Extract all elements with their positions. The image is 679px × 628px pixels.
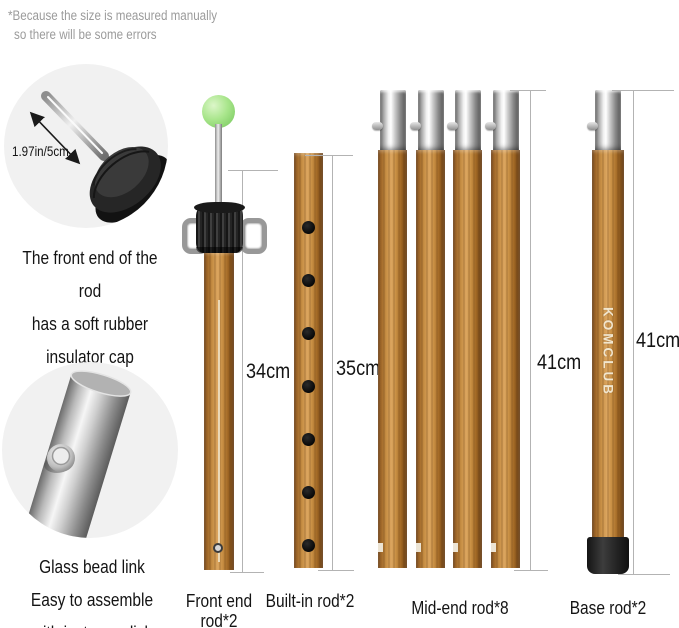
front-rod-cap xyxy=(194,202,245,253)
rod-notch xyxy=(453,543,458,552)
rod-notch xyxy=(491,543,496,552)
rod-hole xyxy=(302,274,315,287)
mid-end-rod-body xyxy=(416,150,445,568)
dim-tick-mid-bottom xyxy=(514,570,548,571)
dim-tick-base-bottom xyxy=(618,574,670,575)
dim-line-front-end xyxy=(242,170,243,572)
tip-lock-button xyxy=(485,122,496,130)
mid-end-rod-body xyxy=(453,150,482,568)
lock-button-icon xyxy=(51,446,71,466)
rod-notch xyxy=(378,543,383,552)
mid-rod-tip xyxy=(455,90,481,152)
dim-tick-mid-top xyxy=(510,90,546,91)
dim-line-mid-end xyxy=(530,90,531,570)
tip-lock-button xyxy=(410,122,421,130)
mid-end-rod-label: Mid-end rod*8 xyxy=(411,598,509,618)
tip-lock-button xyxy=(372,122,383,130)
dim-tick-front-bottom xyxy=(230,572,264,573)
tip-lock-button xyxy=(587,122,598,130)
link-caption: Glass bead link Easy to assemble with ju… xyxy=(30,557,154,628)
link-tube xyxy=(17,370,132,538)
dim-tick-front-top xyxy=(228,170,278,171)
front-rod-slot xyxy=(218,300,220,562)
built-in-rod-body xyxy=(294,153,323,568)
built-in-rod-label: Built-in rod*2 xyxy=(265,591,355,611)
rod-hole xyxy=(302,433,315,446)
tip-caption: The front end of the rod has a soft rubb… xyxy=(22,248,158,367)
front-rod-pin xyxy=(215,124,222,210)
base-rod-tip xyxy=(595,90,621,152)
dim-tick-builtin-top xyxy=(305,155,353,156)
dim-tick-builtin-bottom xyxy=(318,570,354,571)
cap-ring-right xyxy=(240,218,267,254)
disclaimer-line2: so there will be some errors xyxy=(14,27,157,42)
mid-rod-tip xyxy=(418,90,444,152)
front-end-rod-label: Front end rod*2 xyxy=(167,591,270,628)
tip-lock-button xyxy=(447,122,458,130)
dim-label-front-end: 34cm xyxy=(246,360,291,383)
tip-illustration xyxy=(29,91,168,223)
disclaimer-note: *Because the size is measured manually s… xyxy=(8,6,217,44)
base-rod-foot xyxy=(587,537,629,574)
dim-line-built-in xyxy=(332,155,333,570)
base-rod-body xyxy=(592,150,624,542)
tip-callout-circle: 1.97in/5cm xyxy=(4,64,168,228)
mid-end-rod-body xyxy=(378,150,407,568)
rod-hole xyxy=(302,221,315,234)
front-end-rod-label-line1: Front end xyxy=(185,591,253,611)
rod-hole xyxy=(302,539,315,552)
mid-rod-tip xyxy=(493,90,519,152)
measurement-arrow-icon xyxy=(29,111,81,165)
rod-hole xyxy=(302,380,315,393)
dim-tick-base-top xyxy=(612,90,674,91)
mid-rod-tip xyxy=(380,90,406,152)
brand-text: KOMCLUB xyxy=(600,307,616,397)
link-illustration xyxy=(17,370,132,538)
rod-hole xyxy=(302,327,315,340)
mid-end-rod-body xyxy=(491,150,520,568)
green-ball-tip xyxy=(202,95,235,128)
link-callout-circle xyxy=(2,362,178,538)
dim-label-mid-end: 41cm xyxy=(537,351,582,374)
base-rod-label: Base rod*2 xyxy=(569,598,647,618)
dim-label-built-in: 35cm xyxy=(336,357,381,380)
dim-label-base: 41cm xyxy=(636,329,679,352)
tip-measurement-label: 1.97in/5cm xyxy=(12,144,69,159)
rod-notch xyxy=(416,543,421,552)
front-rod-button xyxy=(213,543,223,553)
rod-hole xyxy=(302,486,315,499)
front-end-rod-label-line2: rod*2 xyxy=(200,611,238,628)
rubber-cap xyxy=(89,146,168,223)
disclaimer-line1: *Because the size is measured manually xyxy=(8,8,218,23)
dim-line-base xyxy=(633,90,634,574)
